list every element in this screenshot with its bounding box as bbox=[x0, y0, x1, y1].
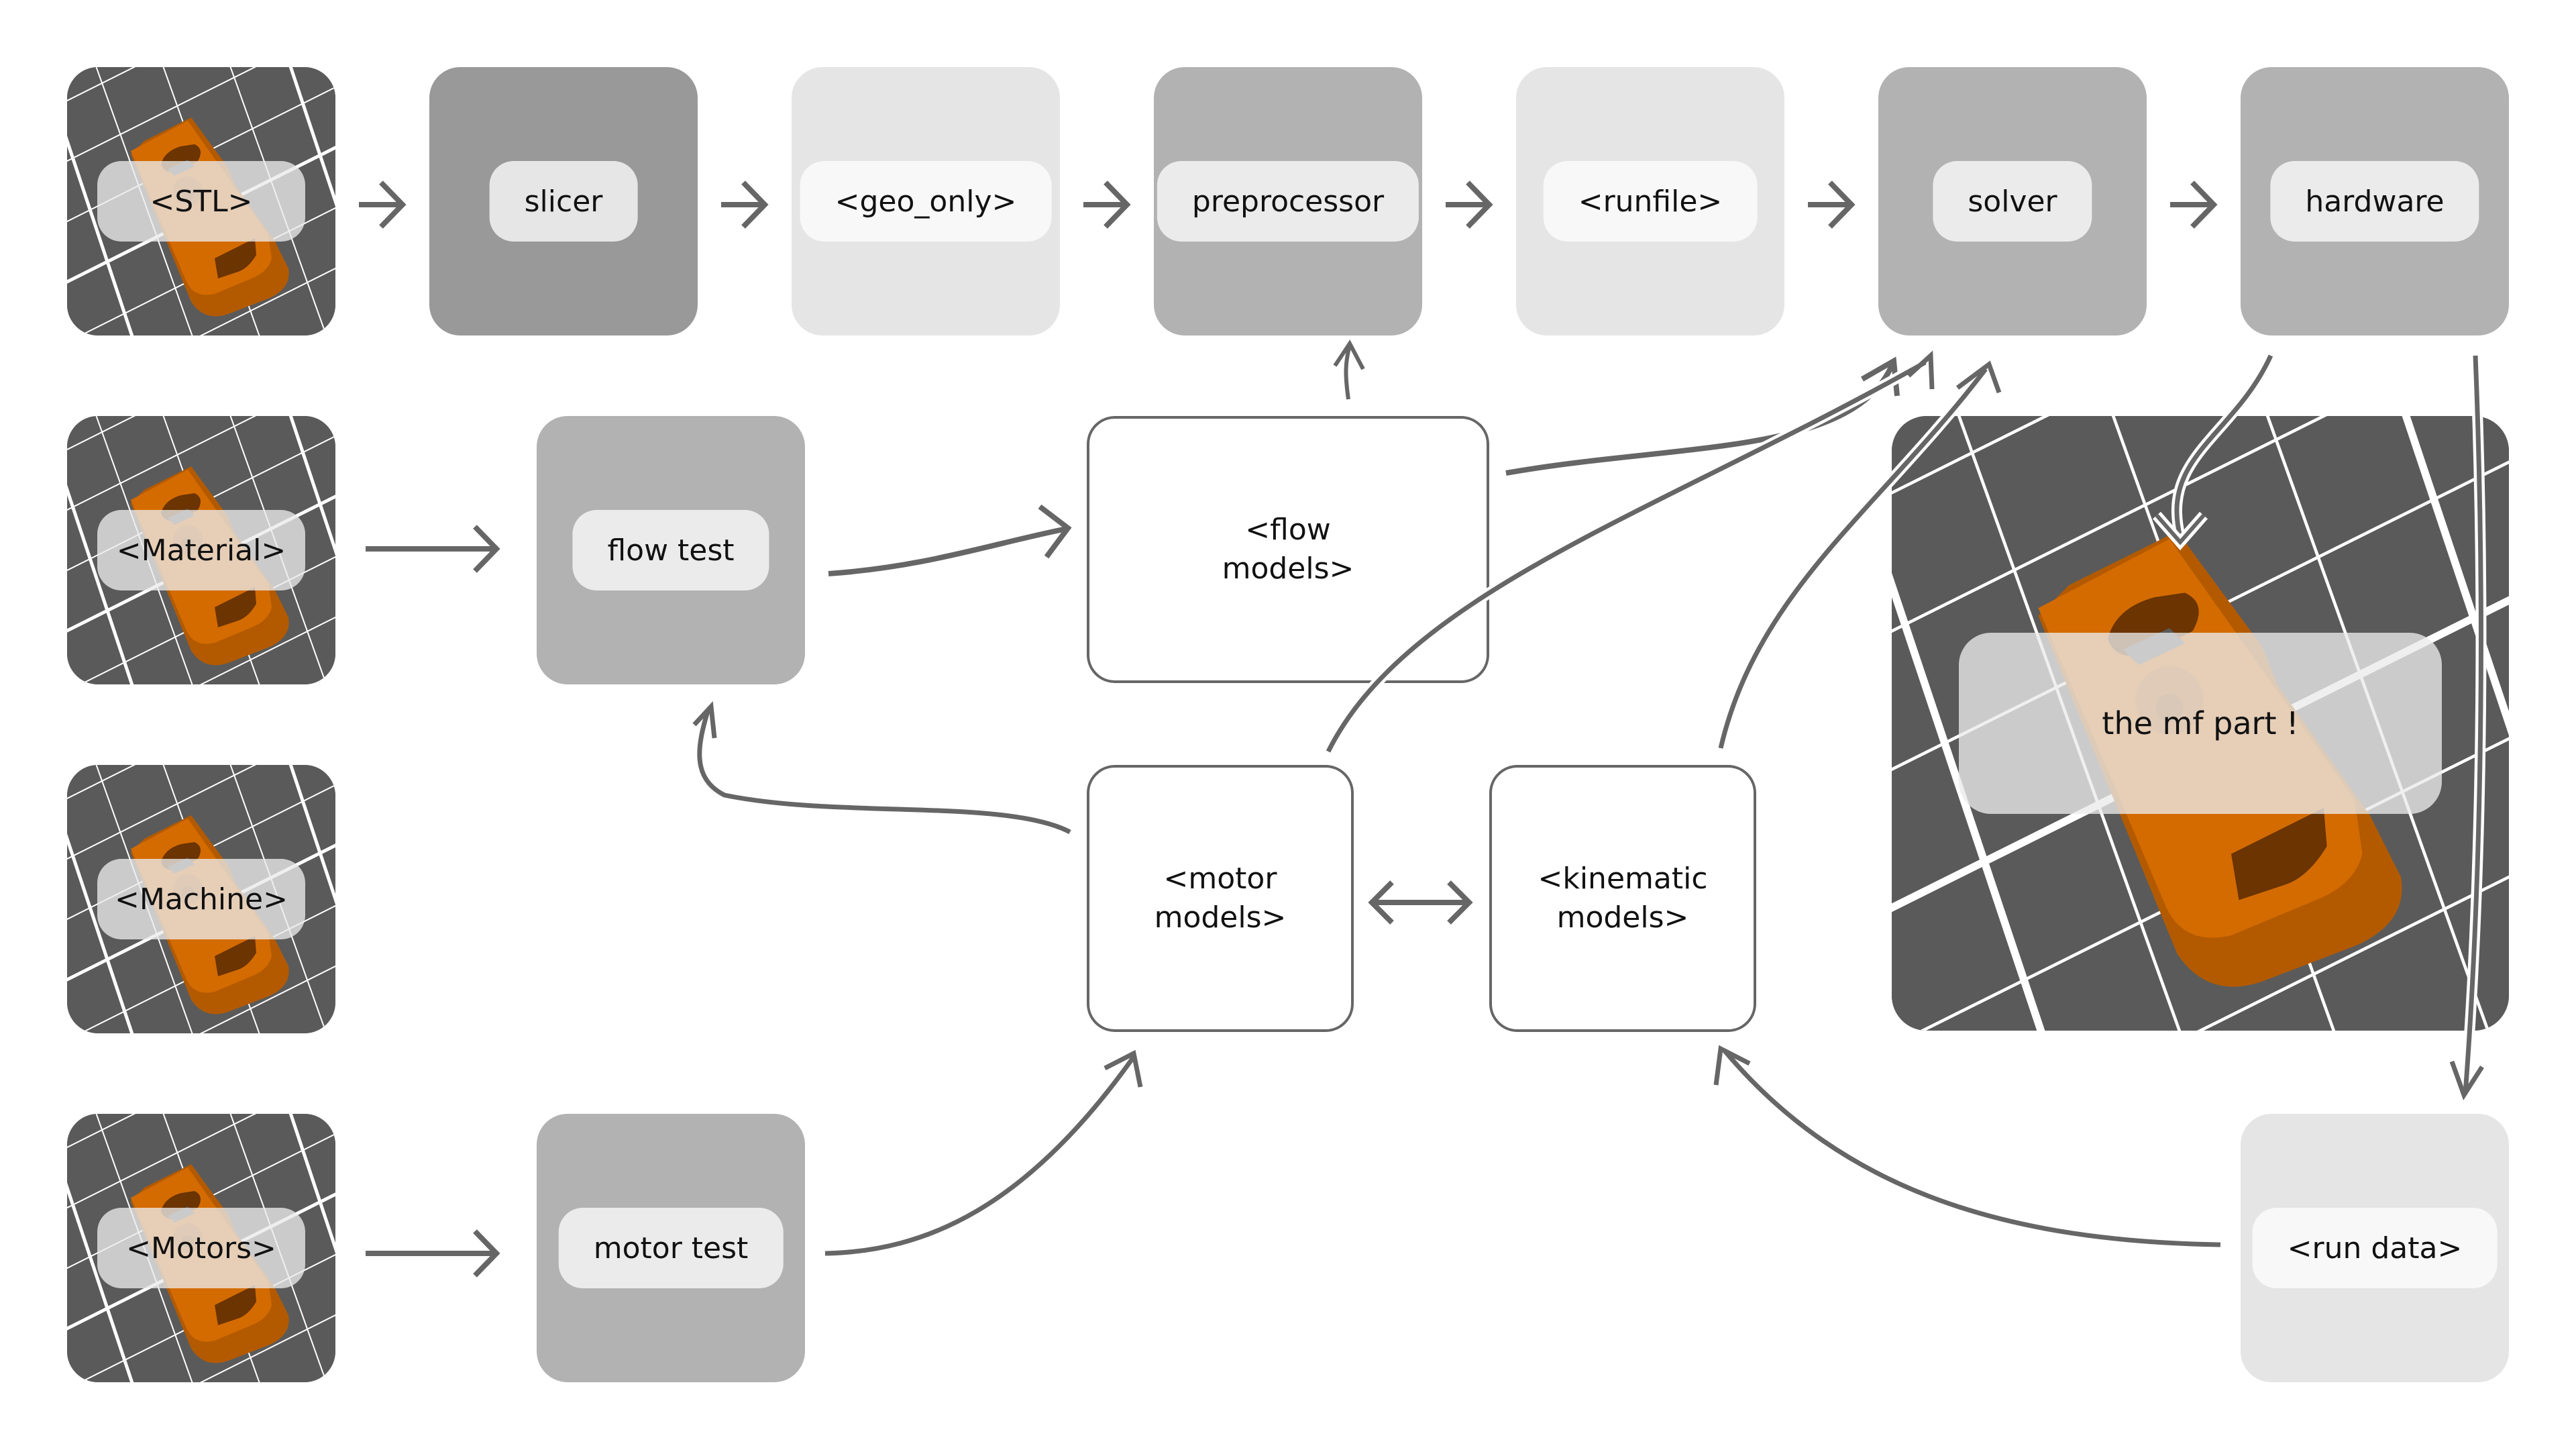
node-kinematic-models[interactable]: <kinematic models> bbox=[1489, 765, 1756, 1032]
node-motor-models[interactable]: <motor models> bbox=[1087, 765, 1354, 1032]
node-label: preprocessor bbox=[1157, 161, 1419, 242]
node-label: motor test bbox=[558, 1208, 784, 1288]
node-label: <geo_only> bbox=[800, 161, 1052, 242]
node-run-data[interactable]: <run data> bbox=[2241, 1114, 2509, 1382]
node-flow-models[interactable]: <flow models> bbox=[1087, 416, 1489, 683]
node-label: <Material> bbox=[97, 510, 305, 590]
node-geo-only[interactable]: <geo_only> bbox=[792, 67, 1060, 335]
node-label: <STL> bbox=[97, 161, 305, 242]
node-the-part[interactable]: the mf part ! bbox=[1892, 416, 2509, 1031]
node-solver[interactable]: solver bbox=[1878, 67, 2147, 335]
node-runfile[interactable]: <runfile> bbox=[1516, 67, 1784, 335]
node-label: solver bbox=[1933, 161, 2092, 242]
node-label: <runfile> bbox=[1543, 161, 1758, 242]
node-label: flow test bbox=[572, 510, 769, 590]
node-label: slicer bbox=[489, 161, 638, 242]
node-slicer[interactable]: slicer bbox=[429, 67, 698, 335]
node-stl[interactable]: <STL> bbox=[67, 67, 335, 335]
node-label: the mf part ! bbox=[1959, 633, 2442, 814]
node-flow-test[interactable]: flow test bbox=[537, 416, 805, 684]
node-machine[interactable]: <Machine> bbox=[67, 765, 335, 1033]
node-motors[interactable]: <Motors> bbox=[67, 1114, 335, 1382]
node-material[interactable]: <Material> bbox=[67, 416, 335, 684]
node-preprocessor[interactable]: preprocessor bbox=[1154, 67, 1422, 335]
node-motor-test[interactable]: motor test bbox=[537, 1114, 805, 1382]
node-hardware[interactable]: hardware bbox=[2241, 67, 2509, 335]
node-label: <run data> bbox=[2252, 1208, 2498, 1288]
node-label: <Motors> bbox=[97, 1208, 305, 1288]
node-label: hardware bbox=[2270, 161, 2479, 242]
node-label: <Machine> bbox=[97, 859, 305, 939]
